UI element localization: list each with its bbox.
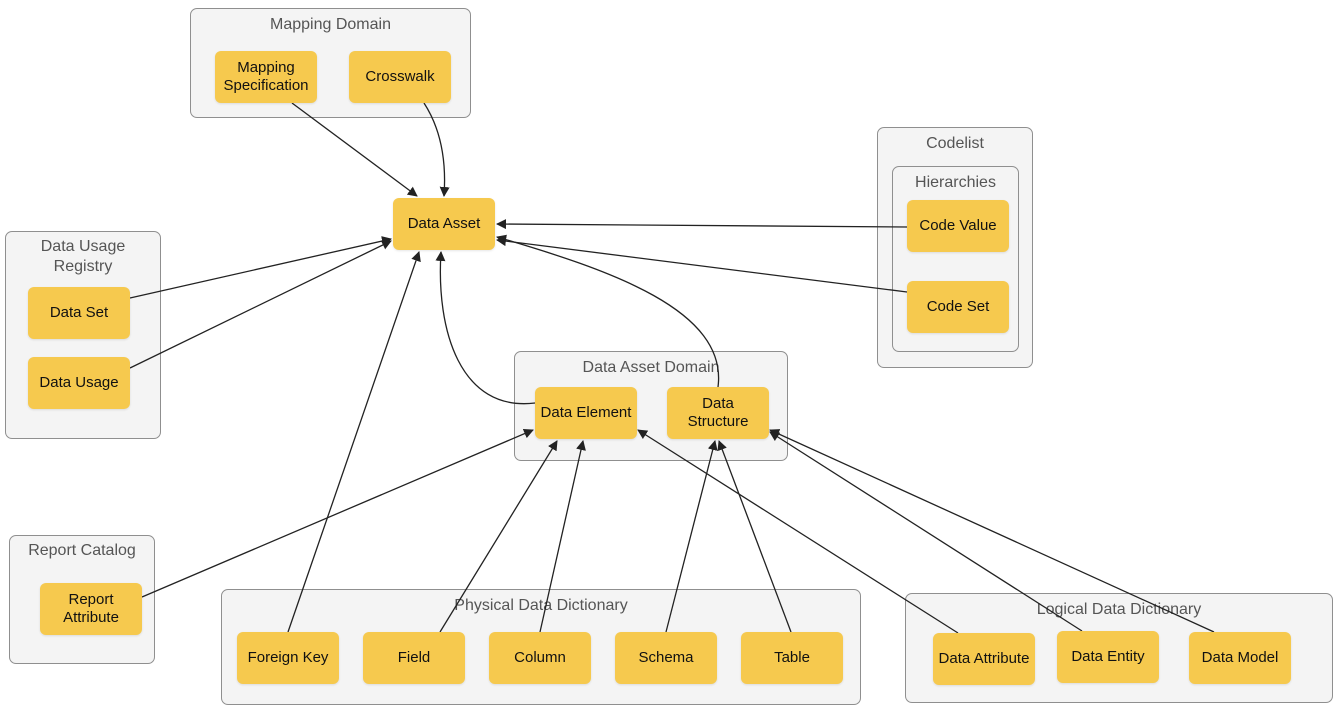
group-title-codelist: Codelist <box>926 135 984 152</box>
column-node[interactable]: Column <box>489 632 591 684</box>
data-set-node[interactable]: Data Set <box>28 287 130 339</box>
data-attribute-node[interactable]: Data Attribute <box>933 633 1035 685</box>
field-node[interactable]: Field <box>363 632 465 684</box>
mapping-specification-node[interactable]: Mapping Specification <box>215 51 317 103</box>
data-model-node[interactable]: Data Model <box>1189 632 1291 684</box>
edge-report-attribute-to-data-element <box>141 428 534 598</box>
edge-data-set-to-data-asset <box>129 236 392 299</box>
data-asset-node[interactable]: Data Asset <box>393 198 495 250</box>
group-title-logical-data-dictionary: Logical Data Dictionary <box>1036 601 1202 618</box>
data-element-node[interactable]: Data Element <box>535 387 637 439</box>
group-title-mapping-domain: Mapping Domain <box>270 16 391 33</box>
edge-data-usage-to-data-asset <box>129 240 392 369</box>
group-title-report-catalog: Report Catalog <box>28 542 136 559</box>
foreign-key-node[interactable]: Foreign Key <box>237 632 339 684</box>
table-node[interactable]: Table <box>741 632 843 684</box>
data-structure-node[interactable]: Data Structure <box>667 387 769 439</box>
edge-foreign-key-to-data-asset <box>287 251 421 633</box>
group-title-physical-data-dictionary: Physical Data Dictionary <box>454 597 628 614</box>
code-value-node[interactable]: Code Value <box>907 200 1009 252</box>
crosswalk-node[interactable]: Crosswalk <box>349 51 451 103</box>
edge-code-set-to-data-asset <box>496 236 908 293</box>
data-entity-node[interactable]: Data Entity <box>1057 631 1159 683</box>
group-title-hierarchies: Hierarchies <box>915 174 996 191</box>
group-title-data-usage-registry: Data Usage Registry <box>40 238 126 275</box>
report-attribute-node[interactable]: Report Attribute <box>40 583 142 635</box>
group-title-data-asset-domain: Data Asset Domain <box>582 359 720 376</box>
schema-node[interactable]: Schema <box>615 632 717 684</box>
code-set-node[interactable]: Code Set <box>907 281 1009 333</box>
edge-code-value-to-data-asset <box>496 219 908 230</box>
data-usage-node[interactable]: Data Usage <box>28 357 130 409</box>
